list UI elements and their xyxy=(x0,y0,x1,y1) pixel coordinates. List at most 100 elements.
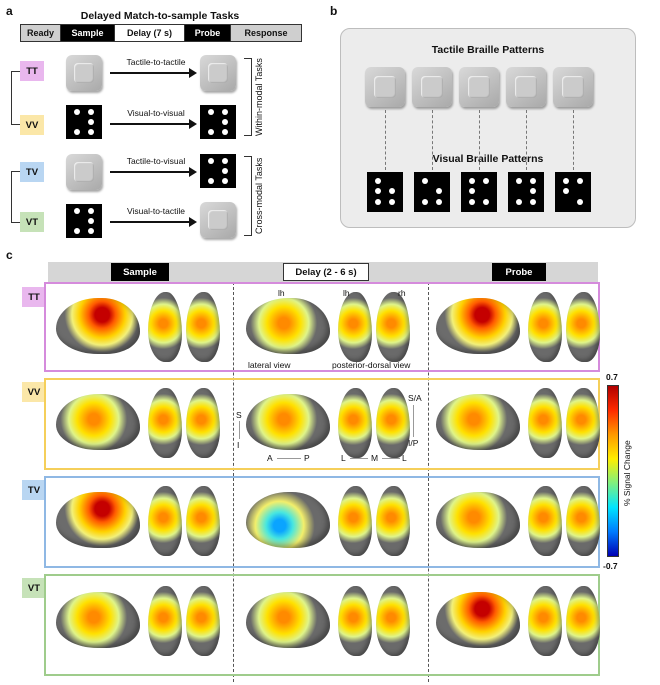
phase-header-sample: Sample xyxy=(111,263,169,281)
connector-3 xyxy=(479,110,480,170)
axis-ap-line xyxy=(277,458,301,459)
cross-modal-label: Cross-modal Tasks xyxy=(254,157,264,235)
posterior-brain-rh xyxy=(376,292,410,362)
axis-ml-line xyxy=(382,458,400,459)
visual-stimulus-vv-sample xyxy=(66,105,102,139)
separator-sample-delay xyxy=(233,282,234,682)
phase-header-delay: Delay (2 - 6 s) xyxy=(283,263,369,281)
axis-l2-label: L xyxy=(402,453,407,463)
row-tag-vv: VV xyxy=(22,382,46,402)
posterior-brain-lh xyxy=(338,486,372,556)
colorbar-label: % Signal Change xyxy=(622,440,632,506)
lateral-brain xyxy=(436,492,520,548)
posterior-brain-rh xyxy=(376,388,410,458)
axis-s-label: S xyxy=(236,410,242,420)
lateral-brain xyxy=(246,592,330,648)
lateral-brain xyxy=(436,298,520,354)
posterior-brain-rh xyxy=(566,486,600,556)
lateral-view-label: lateral view xyxy=(248,360,291,370)
axis-m-label: M xyxy=(371,453,379,463)
task-tag-tv: TV xyxy=(20,162,44,182)
visual-pattern-5 xyxy=(555,172,591,212)
task-label-vt: Visual-to-tactile xyxy=(127,206,185,216)
arrow-vv xyxy=(110,123,192,125)
colorbar-max: 0.7 xyxy=(606,372,618,382)
phase-sample: Sample xyxy=(61,25,115,41)
posterior-view-label: posterior-dorsal view xyxy=(332,360,411,370)
arrow-head-vv xyxy=(189,119,197,129)
connector-5 xyxy=(573,110,574,170)
task-label-vv: Visual-to-visual xyxy=(127,108,185,118)
panel-b-letter: b xyxy=(330,4,338,18)
within-right-bracket xyxy=(244,58,252,136)
posterior-brain-lh xyxy=(148,486,182,556)
axis-ip-label: I/P xyxy=(408,438,419,448)
axis-a-label: A xyxy=(267,453,273,463)
posterior-brain-rh xyxy=(186,388,220,458)
task-tag-tt: TT xyxy=(20,61,44,81)
axis-lm-line xyxy=(350,458,368,459)
posterior-brain-lh xyxy=(528,486,562,556)
posterior-brain-lh xyxy=(528,388,562,458)
posterior-brain-rh xyxy=(376,586,410,656)
visual-pattern-1 xyxy=(367,172,403,212)
panel-c-letter: c xyxy=(6,248,13,262)
hemi-lh-posterior: lh xyxy=(343,288,350,298)
arrow-vt xyxy=(110,221,192,223)
lateral-brain xyxy=(246,394,330,450)
tactile-pattern-2 xyxy=(412,67,452,107)
task-tag-vt: VT xyxy=(20,212,44,232)
posterior-brain-lh xyxy=(338,586,372,656)
posterior-brain-lh xyxy=(148,292,182,362)
tactile-patterns-title: Tactile Braille Patterns xyxy=(431,44,545,56)
posterior-brain-rh xyxy=(566,388,600,458)
tactile-stimulus-tt-sample xyxy=(66,55,102,91)
arrow-head-tt xyxy=(189,68,197,78)
posterior-brain-rh xyxy=(566,292,600,362)
within-modal-label: Within-modal Tasks xyxy=(254,58,264,136)
connector-4 xyxy=(526,110,527,170)
arrow-tv xyxy=(110,171,192,173)
posterior-brain-rh xyxy=(186,486,220,556)
tactile-stimulus-tv-sample xyxy=(66,154,102,190)
visual-pattern-4 xyxy=(508,172,544,212)
posterior-brain-lh xyxy=(338,388,372,458)
task-label-tv: Tactile-to-visual xyxy=(126,156,186,166)
task-phase-bar: Ready Sample Delay (7 s) Probe Response xyxy=(20,24,302,42)
posterior-brain-lh xyxy=(528,586,562,656)
axis-i-label: I xyxy=(237,440,240,450)
phase-probe: Probe xyxy=(185,25,231,41)
connector-2 xyxy=(432,110,433,170)
posterior-brain-rh xyxy=(566,586,600,656)
axis-si-line xyxy=(239,421,240,439)
row-tag-vt: VT xyxy=(22,578,46,598)
visual-pattern-2 xyxy=(414,172,450,212)
cross-bracket xyxy=(11,171,20,223)
posterior-brain-rh xyxy=(376,486,410,556)
posterior-brain-lh xyxy=(148,586,182,656)
lateral-brain xyxy=(246,298,330,354)
posterior-brain-lh xyxy=(338,292,372,362)
lateral-brain xyxy=(56,592,140,648)
posterior-brain-rh xyxy=(186,586,220,656)
tactile-pattern-4 xyxy=(506,67,546,107)
hemi-rh-posterior: rh xyxy=(398,288,406,298)
colorbar xyxy=(607,385,619,557)
visual-pattern-3 xyxy=(461,172,497,212)
task-label-tt: Tactile-to-tactile xyxy=(126,57,186,67)
posterior-brain-rh xyxy=(186,292,220,362)
visual-patterns-title: Visual Braille Patterns xyxy=(432,153,544,165)
axis-l1-label: L xyxy=(341,453,346,463)
arrow-tt xyxy=(110,72,192,74)
arrow-head-vt xyxy=(189,217,197,227)
axis-sa-ip-line xyxy=(413,405,414,437)
axis-sa-label: S/A xyxy=(408,393,422,403)
arrow-head-tv xyxy=(189,167,197,177)
row-tag-tv: TV xyxy=(22,480,46,500)
phase-response: Response xyxy=(231,25,301,41)
panel-a-title: Delayed Match-to-sample Tasks xyxy=(80,10,240,22)
cross-right-bracket xyxy=(244,156,252,236)
tactile-stimulus-vt-probe xyxy=(200,202,236,238)
lateral-brain xyxy=(56,298,140,354)
phase-header-probe: Probe xyxy=(492,263,546,281)
